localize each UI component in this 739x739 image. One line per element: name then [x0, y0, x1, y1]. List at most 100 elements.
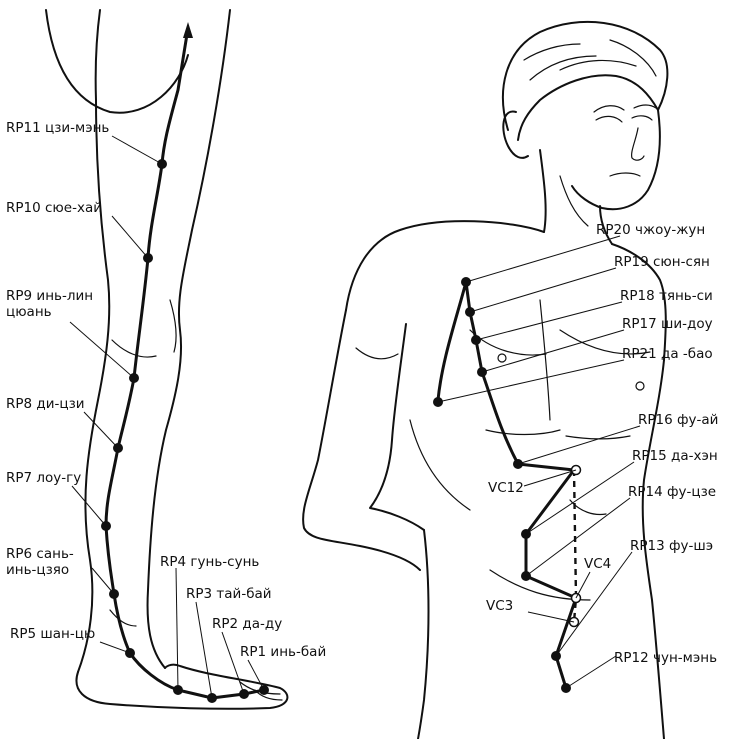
leader-rp19 [469, 267, 617, 313]
label-rp19-code: RP19 [614, 254, 649, 270]
label-rp3-code: RP3 [186, 586, 212, 602]
svg-text:RP11 цзи-мэнь: RP11 цзи-мэнь [6, 120, 109, 136]
arm-left-outer [302, 309, 421, 571]
label-rp1-name: инь-бай [270, 644, 326, 660]
leader-rp20 [465, 235, 621, 283]
leader-rp8 [83, 411, 119, 449]
leg-ankle-detail [109, 609, 137, 627]
hair-line-3 [559, 59, 637, 71]
label-rp2-code: RP2 [212, 616, 238, 632]
label-rp9-name: инь-лин [36, 288, 93, 304]
label-rp21-name: да -бао [661, 346, 713, 362]
leader-rp12 [565, 655, 617, 689]
body-right-contour [641, 359, 665, 739]
leader-rp15 [525, 461, 635, 535]
pec-right [559, 329, 651, 355]
label-rp12-code: RP12 [614, 650, 649, 666]
arm-left-inner [369, 323, 425, 531]
svg-text:RP12 чун-мэнь: RP12 чун-мэнь [614, 650, 717, 666]
label-rp21-code: RP21 [622, 346, 657, 362]
leader-rp18 [475, 301, 623, 341]
label-rp17-name: ши-доу [661, 316, 713, 332]
leader-rp10 [111, 215, 149, 259]
sternum [539, 299, 551, 421]
leg-knee-detail [111, 339, 157, 358]
brow-right [633, 104, 657, 109]
label-rp3-name: тай-бай [216, 586, 271, 602]
leader-rp13 [555, 551, 633, 657]
nipple-right [635, 381, 645, 391]
leader-rp4 [175, 567, 179, 691]
label-rp10-code: RP10 [6, 200, 41, 216]
label-vc3: VC3 [486, 598, 513, 614]
label-rp8-code: RP8 [6, 396, 32, 412]
label-rp11-code: RP11 [6, 120, 41, 136]
body-left-contour [417, 529, 430, 739]
label-rp7-name: лоу-гу [36, 470, 81, 486]
svg-text:RP7 лоу-гу: RP7 лоу-гу [6, 470, 81, 486]
arm-left-muscle [355, 347, 399, 360]
label-rp4-name: гунь-сунь [190, 554, 259, 570]
vc-dashed-line [572, 469, 578, 623]
leader-rp1 [247, 659, 265, 691]
hair-line-1 [523, 43, 581, 61]
svg-text:RP3 тай-бай: RP3 тай-бай [186, 586, 272, 602]
label-rp6-name2: инь-цзяо [6, 562, 69, 578]
label-rp13-name: фу-шэ [669, 538, 713, 554]
svg-text:RP16 фу-ай: RP16 фу-ай [638, 412, 718, 428]
leader-vc4 [575, 571, 591, 599]
svg-text:RP4 гунь-сунь: RP4 гунь-сунь [160, 554, 259, 570]
neck-right [599, 205, 613, 245]
svg-text:RP5 шан-цю: RP5 шан-цю [10, 626, 95, 642]
leg-labels: RP11 цзи-мэнь RP10 сюе-хай RP9 инь-лин ц… [6, 120, 326, 660]
mouth [609, 172, 641, 177]
abs-line-1 [485, 429, 561, 436]
label-rp16-code: RP16 [638, 412, 673, 428]
label-rp9-code: RP9 [6, 288, 32, 304]
label-rp17-code: RP17 [622, 316, 657, 332]
label-rp11-name: цзи-мэнь [45, 120, 109, 136]
leader-rp16 [517, 425, 641, 465]
label-rp6-name: сань- [36, 546, 73, 562]
label-rp20-code: RP20 [596, 222, 631, 238]
neck-left [539, 149, 547, 233]
leader-vc12 [523, 469, 577, 487]
oblique-left [409, 419, 471, 511]
label-rp20-name: чжоу-жун [635, 222, 705, 238]
label-rp5-name: шан-цю [40, 626, 95, 642]
label-rp6-code: RP6 [6, 546, 32, 562]
leg-thigh-top [45, 9, 189, 114]
brow-left [593, 105, 625, 113]
label-rp12-name: чун-мэнь [653, 650, 717, 666]
ear-contour [502, 110, 529, 159]
svg-text:RP13 фу-шэ: RP13 фу-шэ [630, 538, 713, 554]
leader-rp2 [221, 631, 245, 695]
leg-figure [45, 9, 289, 710]
svg-text:RP10 сюе-хай: RP10 сюе-хай [6, 200, 102, 216]
abs-line-2 [565, 435, 631, 440]
svg-text:RP1 инь-бай: RP1 инь-бай [240, 644, 326, 660]
torso-meridians [433, 235, 641, 693]
pec-left [469, 329, 547, 356]
leg-foot-contour [75, 663, 289, 710]
leader-vc3 [527, 611, 575, 623]
leader-rp17 [481, 329, 625, 373]
svg-text:RP2 да-ду: RP2 да-ду [212, 616, 282, 632]
svg-text:RP19 сюн-сян: RP19 сюн-сян [614, 254, 710, 270]
label-rp7-code: RP7 [6, 470, 32, 486]
label-rp1-code: RP1 [240, 644, 266, 660]
face-contour [571, 109, 661, 211]
leg-knee-detail-2 [169, 299, 177, 353]
leader-rp9 [69, 321, 135, 379]
label-rp16-name: фу-ай [677, 412, 718, 428]
leader-rp7 [71, 485, 107, 527]
nose [631, 127, 645, 161]
label-rp9-name2: цюань [6, 304, 52, 320]
meridian-arrow-icon [183, 22, 193, 38]
leader-rp14 [525, 497, 631, 577]
label-rp4-code: RP4 [160, 554, 186, 570]
label-rp18-code: RP18 [620, 288, 655, 304]
svg-text:RP15 да-хэн: RP15 да-хэн [632, 448, 718, 464]
leader-rp21 [437, 359, 625, 403]
rp21-branch [436, 280, 468, 402]
